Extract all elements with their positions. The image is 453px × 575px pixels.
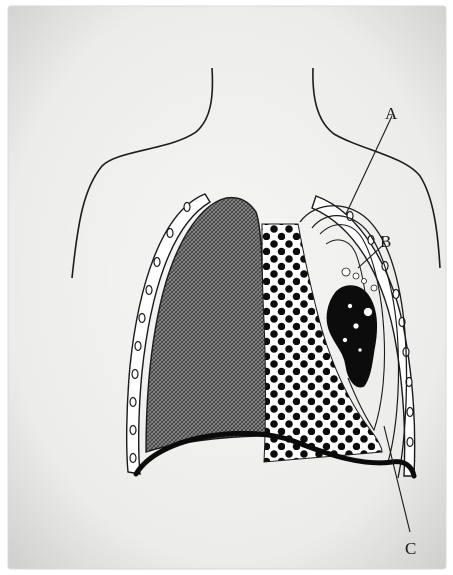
label-c: C — [405, 539, 416, 558]
label-b: B — [380, 232, 391, 251]
label-a: A — [385, 104, 398, 123]
